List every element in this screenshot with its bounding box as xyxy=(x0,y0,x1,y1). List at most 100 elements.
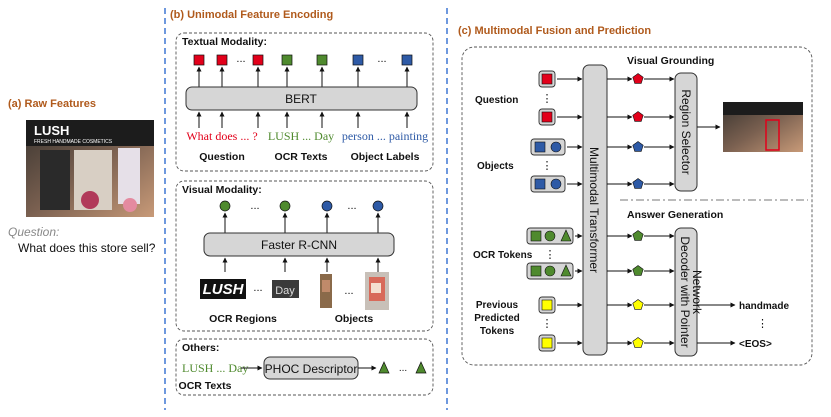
others-heading: Others: xyxy=(182,342,219,354)
fusion-arrows xyxy=(557,73,675,348)
visual-feature-1 xyxy=(219,200,231,212)
output-embedding-4 xyxy=(632,178,644,189)
ocr-input-1-circle xyxy=(544,230,556,242)
panel-c-title: (c) Multimodal Fusion and Prediction xyxy=(458,25,651,37)
bert-label: BERT xyxy=(285,92,317,106)
store-photo: LUSH FRESH HANDMADE COSMETICS xyxy=(26,120,154,217)
output-embedding-6 xyxy=(632,265,644,276)
visual-feature-4 xyxy=(372,200,384,212)
visual-heading: Visual Modality: xyxy=(182,184,262,196)
question-token-3 xyxy=(252,54,264,66)
ellipsis-ocr-crops: ... xyxy=(253,282,262,294)
row-label-question: Question xyxy=(475,95,518,106)
visual-output-tokens: ...... xyxy=(219,200,384,233)
ellipsis-object-crops: ... xyxy=(344,285,353,297)
ocr-input-2-circle xyxy=(544,265,556,277)
svg-text:LUSH: LUSH xyxy=(203,281,245,298)
answer-generation-title: Answer Generation xyxy=(627,209,723,221)
ellipsis-question-tokens: ... xyxy=(236,53,245,65)
others-box: Others: LUSH ... Day PHOC Descriptor ...… xyxy=(175,338,434,396)
fusion-box xyxy=(461,46,813,366)
ocr-token-5 xyxy=(316,54,328,66)
question-input-1 xyxy=(541,73,553,85)
row-label-ocr-tokens: OCR Tokens xyxy=(473,250,533,261)
caption-objects: Objects xyxy=(335,313,374,325)
question-token-2 xyxy=(216,54,228,66)
output-embedding-2 xyxy=(632,111,644,122)
panel-fusion-prediction: (c) Multimodal Fusion and Prediction Vis… xyxy=(458,25,813,366)
textual-modality-box: Textual Modality: ...... BERT What does … xyxy=(175,32,434,172)
faster-rcnn-label: Faster R-CNN xyxy=(261,238,337,252)
ellipsis-object-features: ... xyxy=(347,200,356,212)
question-label: Question: xyxy=(8,225,59,239)
panel-raw-features: (a) Raw Features LUSH FRESH HANDMADE COS… xyxy=(8,98,156,255)
output-embedding-7 xyxy=(632,299,644,310)
output-embedding-1 xyxy=(632,73,644,84)
panel-a-title: (a) Raw Features xyxy=(8,98,96,110)
ocr-input-2-triangle xyxy=(560,264,572,277)
question-text: What does this store sell? xyxy=(18,241,156,255)
prev-input-1 xyxy=(541,299,553,311)
objects-input-1-square xyxy=(534,141,546,153)
objects-input-2-circle xyxy=(550,178,562,190)
region-selector-label: Region Selector xyxy=(679,89,693,174)
prev-input-2 xyxy=(541,337,553,349)
ocr-input-2-square xyxy=(530,265,542,277)
output-embedding-3 xyxy=(632,141,644,152)
visual-feature-2 xyxy=(279,200,291,212)
ocr-crop-lush: LUSH xyxy=(200,279,246,299)
output-token-1: handmade xyxy=(739,301,789,312)
decoder-box xyxy=(674,227,698,357)
ellipsis-ocr-features: ... xyxy=(250,200,259,212)
decoder-label-line1: Decoder with Pointer xyxy=(678,236,692,347)
object-token-6 xyxy=(352,54,364,66)
phoc-triangle-2 xyxy=(415,361,427,374)
row-label-prev-3: Tokens xyxy=(480,326,515,337)
object-crop-2 xyxy=(365,272,389,310)
phoc-label: PHOC Descriptor xyxy=(265,362,358,376)
panel-b-title: (b) Unimodal Feature Encoding xyxy=(170,9,333,21)
caption-question: Question xyxy=(199,151,245,163)
vdots-objects: ⋮ xyxy=(542,160,553,172)
objects-input-2-square xyxy=(534,178,546,190)
textual-input-question: What does ... ? xyxy=(186,129,257,143)
textual-input-objects: person ... painting xyxy=(342,129,428,143)
row-label-prev-1: Previous xyxy=(476,300,519,311)
object-crop-1 xyxy=(320,274,332,308)
ellipsis-object-tokens: ... xyxy=(377,53,386,65)
ocr-input-1-square xyxy=(530,230,542,242)
svg-text:Day: Day xyxy=(275,285,295,297)
row-label-objects: Objects xyxy=(477,161,514,172)
vdots-question: ⋮ xyxy=(542,93,553,105)
ocr-crop-day: Day xyxy=(272,280,299,298)
caption-ocr-regions: OCR Regions xyxy=(209,313,277,325)
visual-grounding-title: Visual Grounding xyxy=(627,55,714,67)
question-token-1 xyxy=(193,54,205,66)
row-label-prev-2: Predicted xyxy=(474,313,520,324)
textual-input-arrows xyxy=(196,111,410,128)
others-input: LUSH ... Day xyxy=(182,361,248,375)
ocr-input-1-triangle xyxy=(560,229,572,242)
ellipsis-phoc: ... xyxy=(399,363,407,374)
output-embedding-5 xyxy=(632,230,644,241)
multimodal-transformer-label: Multimodal Transformer xyxy=(587,147,601,273)
store-sign-main: LUSH xyxy=(34,123,69,138)
caption-object-labels: Object Labels xyxy=(351,151,420,163)
textual-output-tokens: ...... xyxy=(193,53,413,87)
ocr-token-4 xyxy=(281,54,293,66)
objects-input-1-circle xyxy=(550,141,562,153)
fusion-vertical-ellipses: ⋮ ⋮ ⋮ ⋮ xyxy=(542,93,556,330)
output-vdots: ⋮ xyxy=(757,318,768,330)
output-embedding-8 xyxy=(632,337,644,348)
visual-feature-3 xyxy=(321,200,333,212)
others-caption: OCR Texts xyxy=(179,380,232,392)
textual-input-ocr: LUSH ... Day xyxy=(268,129,334,143)
vdots-prev: ⋮ xyxy=(542,318,553,330)
question-input-2 xyxy=(541,111,553,123)
phoc-triangle-1 xyxy=(378,361,390,374)
vdots-ocr: ⋮ xyxy=(545,249,556,261)
caption-ocr-texts: OCR Texts xyxy=(275,151,328,163)
panel-unimodal-encoding: (b) Unimodal Feature Encoding Textual Mo… xyxy=(170,9,434,396)
fusion-input-tokens xyxy=(526,70,574,352)
